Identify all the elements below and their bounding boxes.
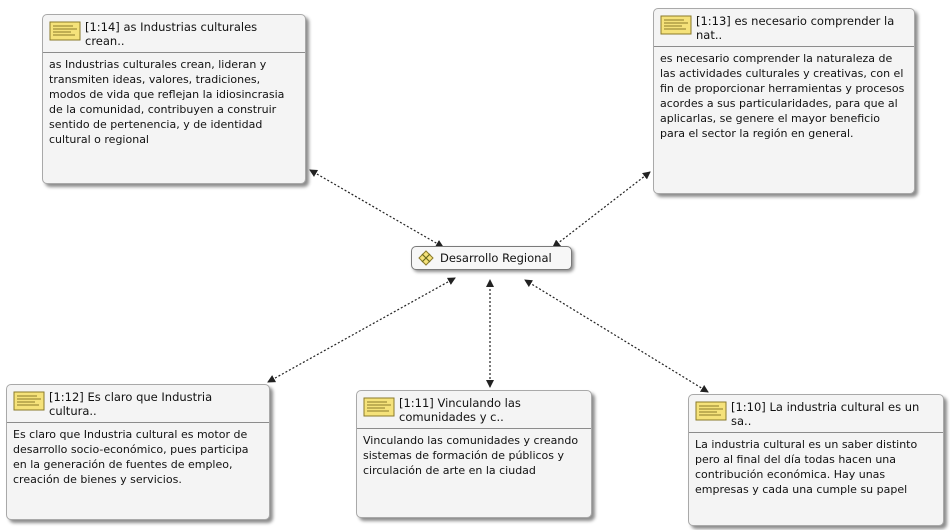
quotation-node-1-11[interactable]: [1:11] Vinculando las comunidades y c.. … <box>356 390 592 518</box>
quotation-icon <box>363 397 395 417</box>
code-label: Desarrollo Regional <box>440 251 552 265</box>
quotation-title: [1:13] es necesario comprender la nat.. <box>696 14 895 42</box>
quotation-text: es necesario comprender la naturaleza de… <box>660 52 905 140</box>
quotation-header: [1:10] La industria cultural es un sa.. <box>689 395 943 433</box>
quotation-header: [1:12] Es claro que Industria cultura.. <box>7 385 269 423</box>
quotation-text: Vinculando las comunidades y creando sis… <box>363 434 579 477</box>
quotation-header: [1:14] as Industrias culturales crean.. <box>43 15 305 53</box>
quotation-node-1-12[interactable]: [1:12] Es claro que Industria cultura.. … <box>6 384 270 520</box>
code-node-desarrollo-regional[interactable]: Desarrollo Regional <box>411 246 572 270</box>
quotation-node-1-13[interactable]: [1:13] es necesario comprender la nat.. … <box>653 8 915 194</box>
code-diamond-icon <box>418 250 434 266</box>
quotation-icon <box>13 391 45 411</box>
quotation-icon <box>660 15 692 35</box>
quotation-text: La industria cultural es un saber distin… <box>695 438 918 496</box>
quotation-icon <box>695 401 727 421</box>
quotation-icon <box>49 21 81 41</box>
quotation-title: [1:10] La industria cultural es un sa.. <box>731 400 920 428</box>
link-q113 <box>552 171 651 248</box>
quotation-title: [1:12] Es claro que Industria cultura.. <box>49 390 213 418</box>
quotation-title: [1:11] Vinculando las comunidades y c.. <box>399 396 521 424</box>
link-q114 <box>309 169 444 248</box>
quotation-node-1-14[interactable]: [1:14] as Industrias culturales crean.. … <box>42 14 306 184</box>
link-q110 <box>524 279 709 393</box>
quotation-node-1-10[interactable]: [1:10] La industria cultural es un sa.. … <box>688 394 944 526</box>
quotation-text: Es claro que Industria cultural es motor… <box>13 428 249 486</box>
quotation-header: [1:11] Vinculando las comunidades y c.. <box>357 391 591 429</box>
quotation-header: [1:13] es necesario comprender la nat.. <box>654 9 914 47</box>
quotation-title: [1:14] as Industrias culturales crean.. <box>85 20 258 48</box>
link-q112 <box>267 277 456 383</box>
quotation-text: as Industrias culturales crean, lideran … <box>49 58 285 146</box>
